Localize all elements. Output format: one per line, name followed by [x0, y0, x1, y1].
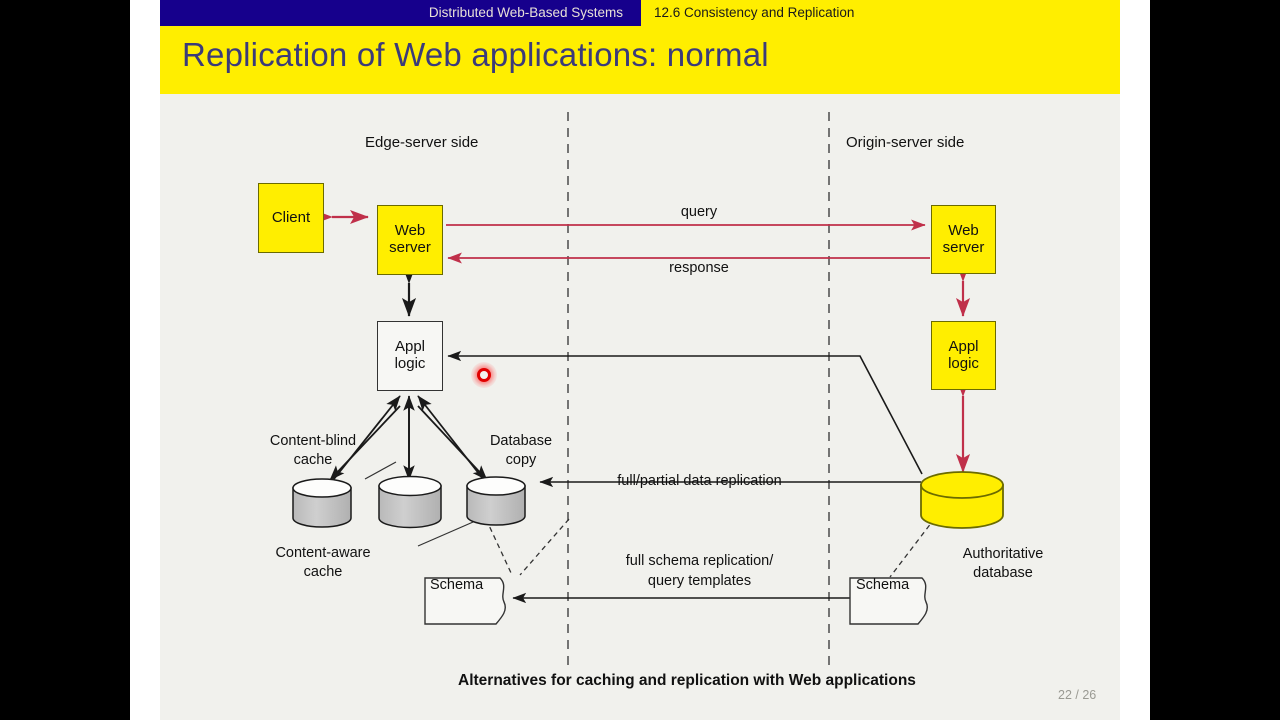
- title-band: [160, 26, 1120, 94]
- slide-caption: Alternatives for caching and replication…: [458, 672, 916, 689]
- authoritative-database-cylinder: [920, 471, 1004, 529]
- data-replication-label: full/partial data replication: [617, 473, 782, 489]
- client-box[interactable]: Client: [258, 183, 324, 253]
- edge-web-server-label-2: server: [389, 239, 431, 256]
- content-blind-cache-label-2: cache: [293, 452, 333, 468]
- edge-schema-shape: [424, 577, 506, 625]
- origin-web-server-label-1: Web: [948, 221, 979, 239]
- edge-web-server-label-1: Web: [394, 222, 426, 240]
- header-course-title: Distributed Web-Based Systems: [428, 5, 623, 20]
- database-copy-label-1: Database: [489, 433, 553, 449]
- content-aware-cache-label-2: cache: [303, 564, 343, 580]
- authoritative-database-label-1: Authoritative: [962, 546, 1044, 562]
- letterbox-left: [0, 0, 130, 720]
- database-copy-cylinder: [466, 476, 526, 526]
- diagram-svg: [292, 112, 1004, 672]
- origin-schema-shape: [849, 577, 928, 625]
- schema-replication-label-2: query templates: [647, 573, 752, 589]
- page-title: Replication of Web applications: normal: [182, 36, 769, 73]
- edge-server-side-label: Edge-server side: [365, 134, 479, 151]
- client-label: Client: [271, 208, 311, 226]
- page-number: 22 / 26: [1058, 688, 1097, 702]
- authoritative-database-label-2: database: [973, 565, 1033, 581]
- origin-appl-logic-box[interactable]: Appl logic: [931, 321, 996, 390]
- response-label: response: [669, 260, 729, 276]
- edge-schema-label: Schema: [430, 577, 484, 593]
- cursor-indicator: [471, 362, 497, 388]
- content-aware-cache-label-1: Content-aware: [275, 545, 371, 561]
- edge-appl-logic-label-2: logic: [394, 355, 426, 372]
- content-blind-cache-cylinder: [292, 478, 352, 528]
- letterbox-right: [1150, 0, 1280, 720]
- origin-appl-logic-label-2: logic: [948, 354, 979, 372]
- content-aware-cache-cylinder: [378, 475, 442, 529]
- query-label: query: [680, 204, 718, 220]
- origin-schema-label: Schema: [856, 577, 910, 593]
- slide: Distributed Web-Based Systems 12.6 Consi…: [160, 0, 1120, 720]
- origin-server-side-label: Origin-server side: [846, 134, 965, 151]
- header-blue-band: [160, 0, 641, 26]
- schema-replication-label-1: full schema replication/: [625, 553, 774, 569]
- header-section-title: 12.6 Consistency and Replication: [654, 5, 855, 20]
- origin-appl-logic-label-1: Appl: [948, 337, 979, 355]
- content-blind-cache-label-1: Content-blind: [269, 433, 357, 449]
- edge-web-server-box[interactable]: Web server: [377, 205, 443, 275]
- edge-appl-logic-box[interactable]: Appl logic: [377, 321, 443, 391]
- slide-header: Distributed Web-Based Systems 12.6 Consi…: [160, 0, 1120, 26]
- origin-web-server-label-2: server: [942, 238, 985, 256]
- edge-appl-logic-label-1: Appl: [394, 338, 426, 356]
- database-copy-label-2: copy: [505, 452, 537, 468]
- origin-web-server-box[interactable]: Web server: [931, 205, 996, 274]
- diagram-area: Edge-server side Origin-server side Clie…: [160, 94, 1120, 720]
